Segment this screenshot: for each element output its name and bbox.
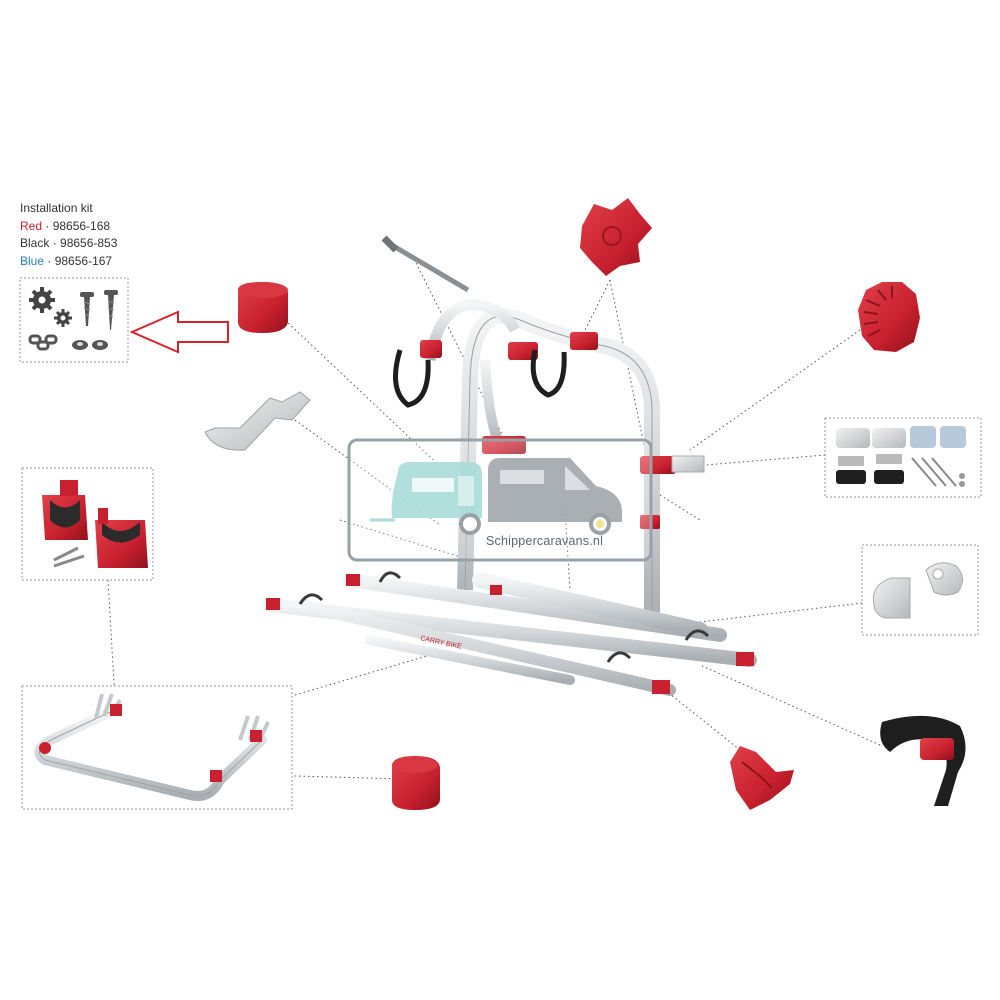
locking-knob (580, 198, 652, 276)
bolts-icon (53, 546, 85, 568)
main-bike-rack: CARRY BIKE (263, 299, 757, 696)
toothed-knob (858, 282, 920, 352)
kit-arrow-icon (129, 310, 229, 354)
wheel-rail-clip (204, 391, 311, 451)
kit-variant-blue: Blue · 98656-167 (20, 253, 117, 271)
rack-upper-bow (424, 299, 520, 361)
kit-variant-black-code: · 98656-853 (52, 236, 118, 250)
watermark-site: Schippercaravans.nl (486, 534, 604, 548)
kit-variant-red-code: · 98656-168 (45, 218, 111, 233)
wheel-strap (880, 715, 966, 806)
rack-rail-end-caps (266, 574, 754, 694)
kit-variant-red-name: Red (20, 218, 43, 233)
rail-holder-left (42, 480, 88, 540)
rack-rail-straps (298, 571, 710, 663)
end-cap-bottom (392, 756, 440, 810)
chain-link-icon (28, 334, 58, 351)
rack-holder-straps (393, 349, 567, 408)
installation-kit-title: Installation kit (20, 201, 93, 215)
end-cap-top (238, 282, 288, 333)
bolt (381, 235, 470, 293)
rack-rails (263, 572, 757, 696)
rail-holder-set-panel (21, 467, 154, 581)
mounting-pad-panel (824, 417, 982, 498)
kit-variant-blue-code: · 98656-167 (47, 253, 113, 268)
kit-variant-black: Black · 98656-853 (20, 235, 117, 253)
kit-variant-blue-name: Blue (20, 253, 45, 268)
camper-van-icon (459, 458, 622, 535)
rail-holder-right (95, 508, 148, 568)
caravan-icon (370, 462, 482, 522)
installation-kit-panel (19, 277, 129, 363)
watermark (347, 438, 653, 562)
kit-variant-red: Red · 98656-168 (20, 218, 117, 236)
wheel-holder (730, 746, 794, 810)
end-stopper-panel (861, 544, 979, 636)
nut-icon (72, 340, 108, 350)
screw-icon (80, 290, 118, 330)
kit-variant-black-name: Black (20, 236, 50, 250)
gear-icon (29, 287, 72, 327)
lower-frame-panel (21, 685, 293, 810)
installation-kit-label: Installation kit Red · 98656-168 Black ·… (20, 200, 117, 270)
